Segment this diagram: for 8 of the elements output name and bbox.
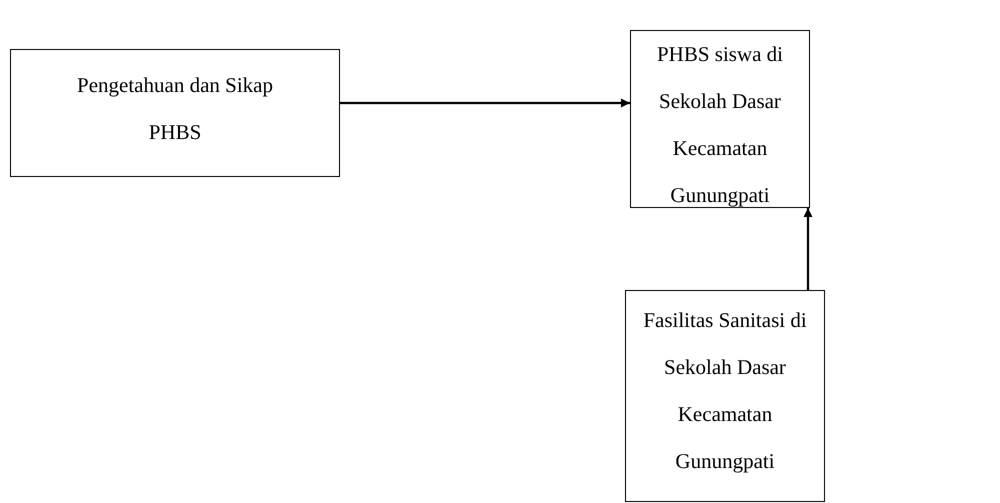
box-label: Fasilitas Sanitasi di Sekolah Dasar Kecamatan Gunungpati <box>642 307 808 475</box>
box-label: PHBS siswa di Sekolah Dasar Kecamatan Gunungpati <box>656 41 784 209</box>
process-box <box>630 30 810 208</box>
arrow <box>340 98 630 108</box>
arrow <box>804 208 812 290</box>
process-box <box>625 290 825 502</box>
box-label: Pengetahuan dan Sikap PHBS <box>76 72 274 146</box>
process-box <box>10 49 340 177</box>
